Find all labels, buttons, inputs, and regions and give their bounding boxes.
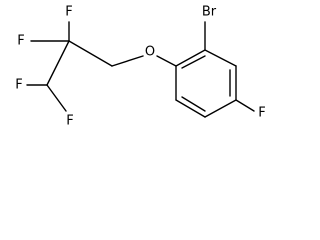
benzene-ring (175, 49, 237, 118)
atom-label-f-chf2-left: F (15, 78, 22, 93)
bond-chf2-f-right (46, 84, 67, 112)
ring-bond-c5-c6 (175, 99, 206, 118)
atom-label-br: Br (202, 5, 217, 20)
ring-double-bond-c5-c6 (181, 96, 206, 112)
ring-bond-c1-c2 (175, 49, 206, 67)
atom-labels: Br O F F F F F (15, 5, 265, 129)
bond-c1-o (156, 55, 177, 67)
atom-label-f-cf2-left: F (17, 34, 24, 49)
ring-double-bond-c1-c2 (181, 55, 206, 69)
atom-label-f-cf2-top: F (65, 5, 72, 20)
bond-cf2-chf2 (46, 40, 70, 86)
atom-label-f-chf2-right: F (66, 114, 73, 129)
bond-c4-f (235, 99, 255, 112)
bond-ch2-cf2 (68, 40, 113, 67)
ring-bond-c2-c3 (204, 49, 237, 67)
bond-o-ch2 (111, 55, 144, 67)
atom-label-f-ring: F (258, 106, 265, 121)
molecule-structure-diagram: Br O F F F F F (15, 5, 265, 129)
substituent-bonds (26, 21, 255, 112)
atom-label-o: O (145, 45, 155, 60)
ring-bond-c4-c5 (204, 99, 237, 118)
